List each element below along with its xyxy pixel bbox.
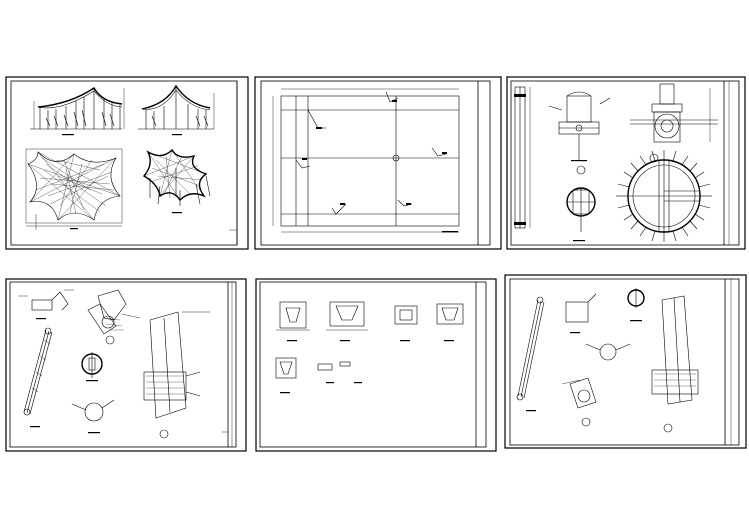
base-plate-detail [18, 289, 74, 320]
sheet-3[interactable] [506, 76, 746, 250]
mesh-perspective-right [142, 148, 211, 214]
gusset-detail [87, 289, 141, 345]
sheet-6[interactable] [504, 274, 747, 449]
sheet-1[interactable] [5, 76, 249, 250]
ball-joint-2 [585, 343, 631, 361]
mast-top-detail-2 [651, 295, 699, 433]
mast-top-detail [143, 311, 210, 439]
column-top-detail-2 [630, 83, 718, 143]
elevation-right [138, 84, 215, 136]
sheet-4[interactable] [5, 278, 247, 452]
ring-plan [616, 150, 712, 242]
inclined-mast [23, 327, 53, 428]
inclined-mast-2 [516, 296, 545, 412]
pipe-section [81, 352, 103, 382]
column-top-detail [548, 91, 611, 162]
base-plate-detail-2 [565, 293, 597, 334]
pipe-section-2 [627, 288, 645, 322]
column-plan [272, 88, 460, 233]
elevation-left [30, 87, 125, 136]
gusset-detail-2 [561, 377, 597, 427]
mesh-plan-left [25, 148, 123, 230]
plate-details [275, 301, 464, 394]
sheet-5[interactable] [255, 278, 497, 452]
section-ring-small [566, 165, 596, 242]
sheet-2[interactable] [254, 76, 502, 250]
ball-joint [71, 399, 115, 434]
column-elevation-sheet3 [514, 86, 531, 229]
